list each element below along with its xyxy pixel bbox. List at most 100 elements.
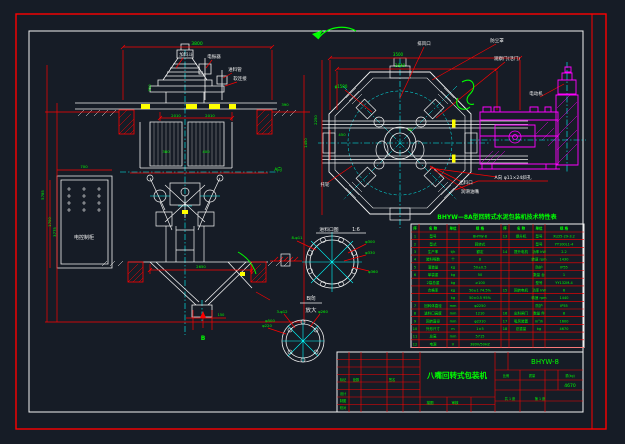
spec-cell: 380V/50HZ xyxy=(470,342,490,346)
spec-table-title: BHYW—8A型回转式水泥包装机技术特性表 xyxy=(437,213,557,221)
spec-cell: 电源 xyxy=(430,341,438,346)
dim-3800: 3800 xyxy=(191,41,203,47)
label-soft-joint: 软连接 xyxy=(233,75,247,82)
dim-380: 380 xyxy=(162,149,170,154)
label-motor: 电动机 xyxy=(529,90,543,97)
tb-field-sheets: 共 1 张 xyxy=(505,396,516,401)
spec-cell: 数量 件 xyxy=(533,311,545,316)
spec-cell: 7 xyxy=(414,304,416,308)
spec-cell: 名 称 xyxy=(517,226,526,231)
spec-cell: 总重量 xyxy=(516,326,527,331)
label-control-cabinet: 电控制柜 xyxy=(74,234,94,241)
product-title: 八嘴回转式包装机 xyxy=(426,370,487,380)
spec-cell: 提升电机 xyxy=(514,249,528,254)
spec-cell: 5715 xyxy=(476,335,485,339)
spec-cell: 15 xyxy=(503,289,507,293)
dim-150: 150 xyxy=(218,313,225,317)
label-discharge-port: 出料口 xyxy=(459,179,473,186)
spec-cell: mm xyxy=(450,312,457,316)
spec-cell: YY132M-4 xyxy=(555,281,573,285)
detail-b-bolt-holes xyxy=(287,319,319,363)
spec-cell: 序 xyxy=(412,226,417,231)
dim-2250: 2250 xyxy=(313,115,318,125)
tb-field-weight-label: 重(kg) xyxy=(565,373,575,378)
spec-cell: 型号 xyxy=(536,280,544,285)
label-grease-nipple: 润滑油嘴 xyxy=(461,188,479,195)
label-b-arrow: B xyxy=(201,335,206,342)
label-a-view: A向 xyxy=(274,166,282,173)
plan-view xyxy=(312,26,565,228)
spec-cell: m³/h xyxy=(535,319,543,323)
weight-value: 4670 xyxy=(564,383,576,389)
dim-50: 50 xyxy=(408,127,413,132)
label-feed-hopper: 加料斗 xyxy=(179,51,193,58)
spec-cell: V xyxy=(452,342,455,346)
spec-cell: ≥100 xyxy=(475,281,485,285)
dim-390: 390 xyxy=(281,102,289,107)
label-support-roller: 托轮 xyxy=(321,181,330,188)
detail-a-view xyxy=(270,232,370,292)
spec-cell: IP55 xyxy=(560,265,568,269)
dim-3775: 3775 xyxy=(52,227,57,237)
spec-cell: 50±0.5 xyxy=(474,265,487,269)
b-view-arrowhead xyxy=(200,311,206,318)
label-vibrator: 电振器 xyxy=(207,53,221,60)
spec-cell: 6 xyxy=(563,289,565,293)
tb-field-trace: 描图 xyxy=(427,400,435,405)
dim-dia300: φ300 xyxy=(365,239,375,244)
spec-cell: 序 xyxy=(502,226,507,231)
spec-cell: kg xyxy=(451,273,455,277)
label-inspection-door: 观察门(活门) xyxy=(494,55,520,62)
spec-cell: m xyxy=(451,327,455,331)
title-block-grid xyxy=(337,352,583,412)
spec-cell: 功率 kW xyxy=(532,249,546,254)
spec-cell: kg xyxy=(451,296,455,300)
plan-rails xyxy=(322,120,528,164)
dim-3xdia12: 3-φ12 xyxy=(276,309,288,314)
tb-field-sheet-no: 第 1 张 xyxy=(535,396,546,401)
spec-cell: 2 xyxy=(414,242,416,246)
spec-cell: 12 xyxy=(413,342,417,346)
dim-2010-left: 2010 xyxy=(171,113,181,118)
spec-table: BHYW—8A型回转式水泥包装机技术特性表 序名 称单位规 格序名 称单位规 格… xyxy=(410,213,585,348)
spec-cell: 功率 kW xyxy=(532,288,546,293)
spec-cell: kg xyxy=(537,327,541,331)
tb-field-design: 设计 xyxy=(340,391,347,396)
spec-cell: XLD5-29-3.2 xyxy=(553,235,575,239)
dim-400: 400 xyxy=(202,149,210,154)
dim-dia500: φ500 xyxy=(265,318,275,323)
title-block: 八嘴回转式包装机 BHYW-8 4670 xyxy=(336,351,584,413)
green-hose-front xyxy=(237,251,257,275)
spec-cell: 进料口高度 xyxy=(424,311,442,316)
spec-cell: 防护 xyxy=(536,303,544,308)
spec-cell: 转速 rpm xyxy=(531,257,547,262)
spec-cell: 17 xyxy=(503,319,507,323)
spec-cell: 8 xyxy=(414,312,416,316)
spec-cell: 18 xyxy=(503,327,507,331)
spec-cell: 个 xyxy=(451,257,455,262)
spec-cell: 5 xyxy=(414,265,416,269)
dim-2650: 2650 xyxy=(196,264,206,269)
plan-features xyxy=(322,57,478,221)
tb-field-mass: 质量 xyxy=(529,373,536,378)
spec-cell: 14 xyxy=(503,250,508,254)
front-view xyxy=(45,43,310,335)
elevator-side-view xyxy=(454,62,586,191)
spec-cell: 回转直径 xyxy=(426,318,440,323)
spec-cell: 灌装量 xyxy=(428,264,439,269)
spec-cell: IP55 xyxy=(560,304,568,308)
label-dust-cover: 防尘罩 xyxy=(490,37,504,44)
spec-cell: 1×5 xyxy=(476,327,483,331)
spec-cell: 回转体直径 xyxy=(424,303,442,308)
spec-cell: 10 xyxy=(413,327,417,331)
spec-cell: 1600 xyxy=(560,319,569,323)
dim-1700: 1700 xyxy=(47,217,52,227)
spec-cell: φ2250 xyxy=(474,304,485,308)
spec-cell: mm xyxy=(450,319,457,323)
dim-2010-right: 2010 xyxy=(205,113,215,118)
dim-dia1500: φ1500 xyxy=(335,84,348,89)
spec-cell: 总高 xyxy=(430,334,438,339)
detail-a-bolt-holes xyxy=(307,237,357,287)
